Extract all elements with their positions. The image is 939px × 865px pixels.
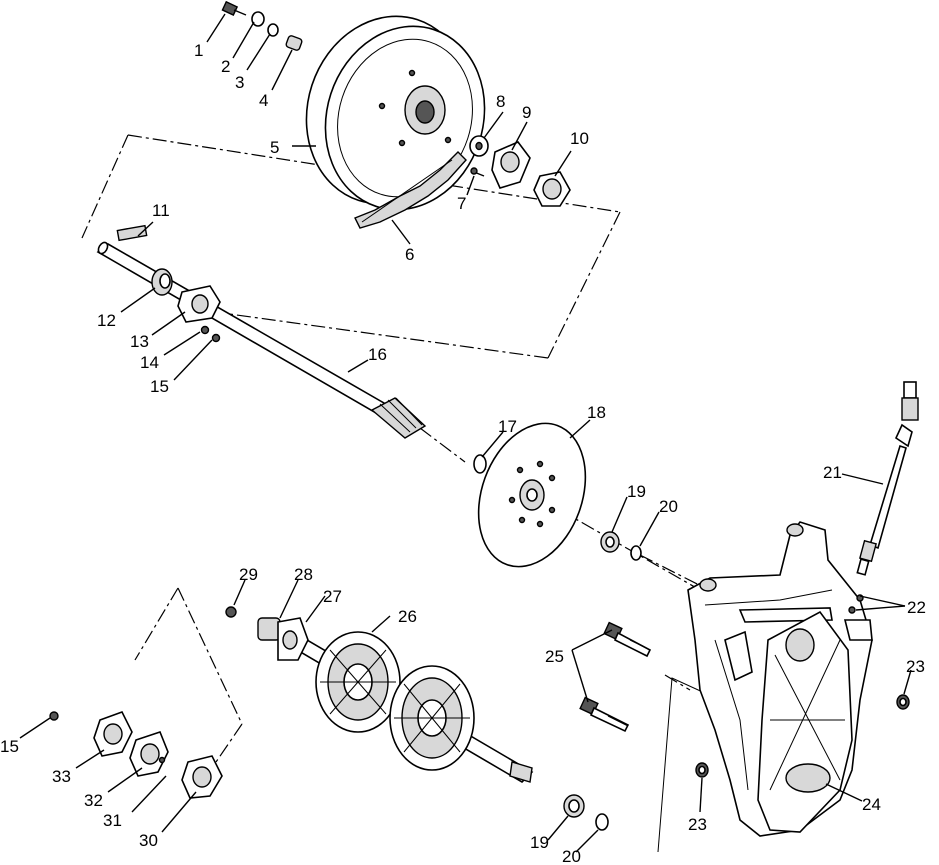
callout-15-top: 15 bbox=[150, 377, 169, 396]
callout-25: 25 bbox=[545, 647, 564, 666]
callout-20-bottom: 20 bbox=[562, 847, 581, 865]
drive-sprocket-right bbox=[389, 665, 475, 771]
callout-29: 29 bbox=[239, 565, 258, 584]
lower-seal-group bbox=[563, 794, 609, 831]
callout-12: 12 bbox=[97, 311, 116, 330]
drive-shaft bbox=[96, 224, 427, 439]
leader-lines bbox=[19, 13, 912, 853]
housing-bolts bbox=[579, 621, 910, 778]
callout-33: 33 bbox=[52, 767, 71, 786]
callout-21: 21 bbox=[823, 463, 842, 482]
callout-5: 5 bbox=[270, 138, 279, 157]
track-drive-shaft bbox=[225, 606, 534, 784]
upper-seal-group bbox=[600, 531, 642, 561]
callout-17: 17 bbox=[498, 417, 517, 436]
callout-31: 31 bbox=[103, 811, 122, 830]
callout-23-bottom: 23 bbox=[688, 815, 707, 834]
callout-28: 28 bbox=[294, 565, 313, 584]
chain-sprocket-wheel bbox=[305, 15, 486, 211]
drive-sprocket-left bbox=[315, 631, 401, 733]
callout-1: 1 bbox=[194, 41, 203, 60]
callout-14: 14 bbox=[140, 353, 159, 372]
callout-26: 26 bbox=[398, 607, 417, 626]
brake-disc bbox=[473, 422, 587, 568]
callout-13: 13 bbox=[130, 332, 149, 351]
callout-30: 30 bbox=[139, 831, 158, 850]
callout-20-top: 20 bbox=[659, 497, 678, 516]
callout-11: 11 bbox=[152, 201, 170, 220]
drive-chain bbox=[354, 151, 467, 229]
chaincase-housing bbox=[687, 521, 873, 837]
callout-6: 6 bbox=[405, 245, 414, 264]
callout-16: 16 bbox=[368, 345, 387, 364]
callout-19-top: 19 bbox=[627, 482, 646, 501]
callout-15-bottom: 15 bbox=[0, 737, 19, 756]
bearing-flange-group bbox=[469, 135, 571, 207]
callout-4: 4 bbox=[259, 91, 268, 110]
callout-23-right: 23 bbox=[906, 657, 925, 676]
callout-24: 24 bbox=[862, 795, 881, 814]
lower-bearing-group bbox=[49, 711, 223, 799]
callout-8: 8 bbox=[496, 92, 505, 111]
callout-27: 27 bbox=[323, 587, 342, 606]
callout-22: 22 bbox=[907, 598, 926, 617]
callout-2: 2 bbox=[221, 57, 230, 76]
callout-18: 18 bbox=[587, 403, 606, 422]
callout-19-bottom: 19 bbox=[530, 833, 549, 852]
top-hardware bbox=[221, 0, 303, 51]
callout-7: 7 bbox=[457, 194, 466, 213]
speedometer-cable bbox=[856, 381, 919, 576]
callout-labels: 1 2 3 4 5 6 7 8 9 10 11 12 13 14 15 16 1… bbox=[0, 41, 926, 865]
callout-32: 32 bbox=[84, 791, 103, 810]
callout-10: 10 bbox=[570, 129, 589, 148]
callout-9: 9 bbox=[522, 103, 531, 122]
callout-3: 3 bbox=[235, 73, 244, 92]
